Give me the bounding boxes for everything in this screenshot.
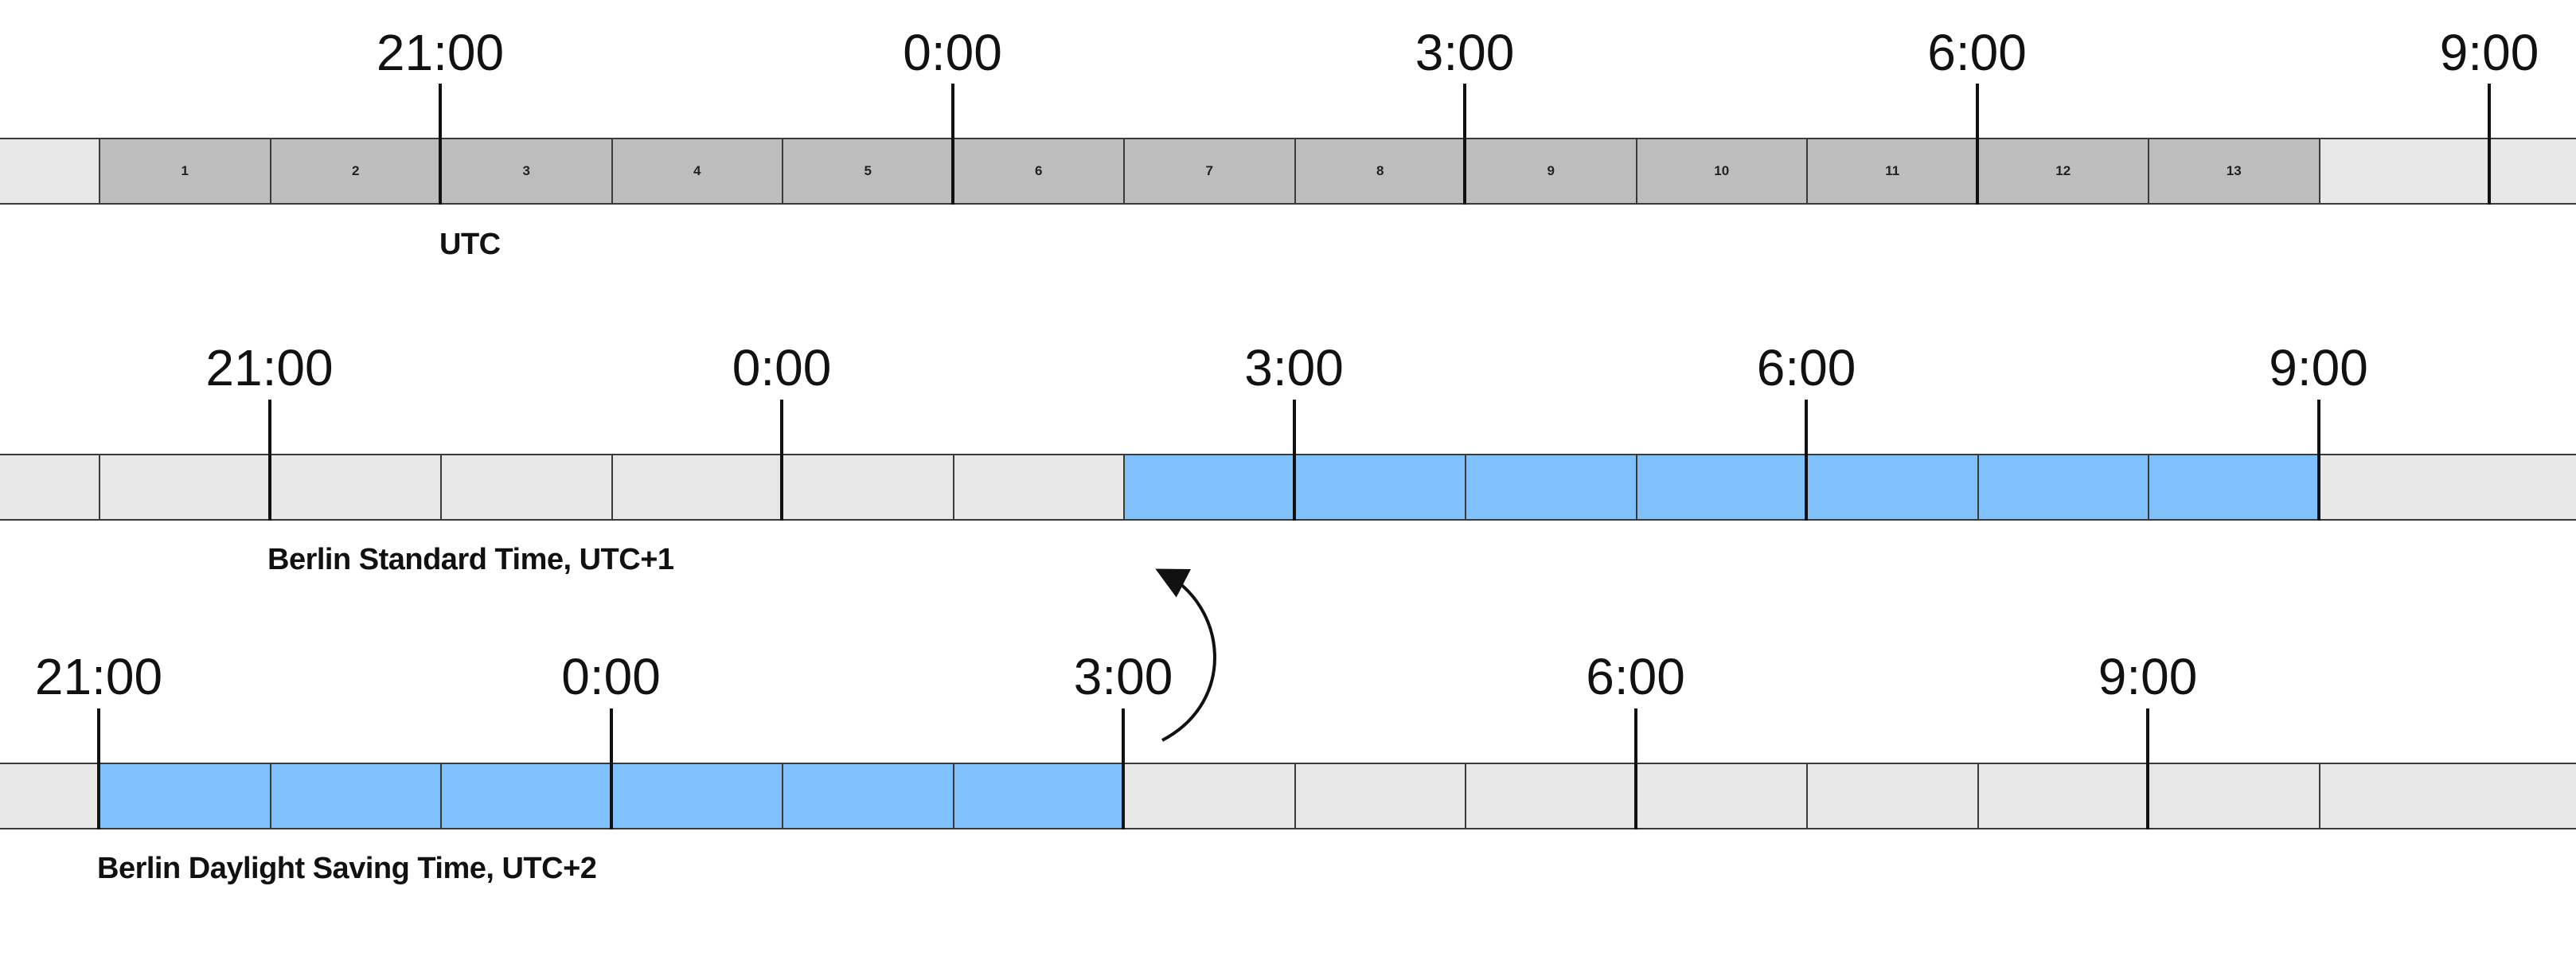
cell-number: 1 xyxy=(181,163,189,178)
hour-label: 9:00 xyxy=(2269,339,2368,396)
timeline-cell: 13 xyxy=(2148,138,2320,205)
timeline-cell: 12 xyxy=(1977,138,2149,205)
timeline-cell xyxy=(99,454,271,521)
cell-number: 5 xyxy=(864,163,872,178)
timeline-cell: 8 xyxy=(1294,138,1466,205)
timeline-cell: 2 xyxy=(269,138,442,205)
hour-label: 0:00 xyxy=(732,339,832,396)
timeline-cell: 6 xyxy=(952,138,1125,205)
cell-number: 9 xyxy=(1547,163,1555,178)
arrow-curve xyxy=(1155,568,1216,742)
hour-label: 3:00 xyxy=(1415,24,1515,81)
timeline-cell xyxy=(1465,454,1637,521)
hour-label: 6:00 xyxy=(1586,648,1685,705)
hour-tick xyxy=(1122,708,1125,829)
cell-number: 12 xyxy=(2055,163,2071,178)
hour-tick xyxy=(97,708,100,829)
timeline-cell xyxy=(2318,454,2576,521)
hour-tick xyxy=(1463,84,1466,205)
timeline-cell xyxy=(1635,454,1808,521)
timeline-cell xyxy=(269,763,442,829)
hour-tick xyxy=(1805,400,1808,521)
hour-label: 0:00 xyxy=(561,648,661,705)
cell-number: 6 xyxy=(1035,163,1043,178)
hour-label: 9:00 xyxy=(2439,24,2539,81)
cell-number: 2 xyxy=(352,163,360,178)
timeline-cell xyxy=(611,454,783,521)
cell-number: 8 xyxy=(1376,163,1384,178)
timeline-cell: 1 xyxy=(99,138,271,205)
timeline-cell xyxy=(440,454,613,521)
hour-label: 3:00 xyxy=(1073,648,1173,705)
hour-label: 6:00 xyxy=(1756,339,1856,396)
cell-number: 10 xyxy=(1714,163,1730,178)
hour-label: 3:00 xyxy=(1244,339,1344,396)
timeline-cell xyxy=(99,763,271,829)
hour-label: 6:00 xyxy=(1927,24,2027,81)
hour-tick xyxy=(609,708,613,829)
hour-tick xyxy=(267,400,271,521)
timeline-cell xyxy=(2318,138,2576,205)
timeline-cell xyxy=(952,763,1125,829)
hour-tick xyxy=(780,400,783,521)
hour-label: 21:00 xyxy=(376,24,505,81)
hour-tick xyxy=(1975,84,1979,205)
cell-number: 7 xyxy=(1205,163,1213,178)
cell-number: 3 xyxy=(522,163,530,178)
timeline-cell xyxy=(1123,454,1296,521)
timeline-cell xyxy=(782,454,954,521)
timeline-cell xyxy=(0,454,100,521)
berlin-dst-caption: Berlin Daylight Saving Time, UTC+2 xyxy=(97,852,597,885)
timeline-cell: 7 xyxy=(1123,138,1296,205)
cell-number: 4 xyxy=(693,163,701,178)
timeline-cell xyxy=(1465,763,1637,829)
hour-label: 21:00 xyxy=(34,648,163,705)
cell-number: 11 xyxy=(1885,163,1900,178)
timeline-cell xyxy=(2148,454,2320,521)
berlin-standard-timeline xyxy=(0,454,2576,521)
timeline-cell xyxy=(2148,763,2320,829)
timeline-cell xyxy=(269,454,442,521)
timeline-cell: 5 xyxy=(782,138,954,205)
timeline-cell: 4 xyxy=(611,138,783,205)
hour-label: 21:00 xyxy=(205,339,334,396)
utc-caption: UTC xyxy=(439,228,501,261)
hour-tick xyxy=(439,84,442,205)
hour-tick xyxy=(2146,708,2149,829)
timeline-cell xyxy=(1806,763,1979,829)
timeline-cell xyxy=(0,138,100,205)
timeline-cell xyxy=(611,763,783,829)
timeline-cell xyxy=(1977,763,2149,829)
timeline-cell xyxy=(1123,763,1296,829)
hour-tick xyxy=(1292,400,1296,521)
cell-number: 13 xyxy=(2226,163,2242,178)
timeline-cell: 10 xyxy=(1635,138,1808,205)
timeline-cell xyxy=(440,763,613,829)
timeline-cell xyxy=(1294,763,1466,829)
hour-tick xyxy=(2488,84,2491,205)
timeline-cell xyxy=(2318,763,2576,829)
timeline-cell: 11 xyxy=(1806,138,1979,205)
hour-label: 9:00 xyxy=(2098,648,2198,705)
hour-tick xyxy=(1633,708,1637,829)
berlin-standard-caption: Berlin Standard Time, UTC+1 xyxy=(267,543,674,576)
hour-tick xyxy=(950,84,954,205)
timeline-cell xyxy=(1806,454,1979,521)
berlin-dst-timeline xyxy=(0,763,2576,829)
hour-label: 0:00 xyxy=(903,24,1002,81)
hour-tick xyxy=(2316,400,2320,521)
timeline-cell xyxy=(1294,454,1466,521)
